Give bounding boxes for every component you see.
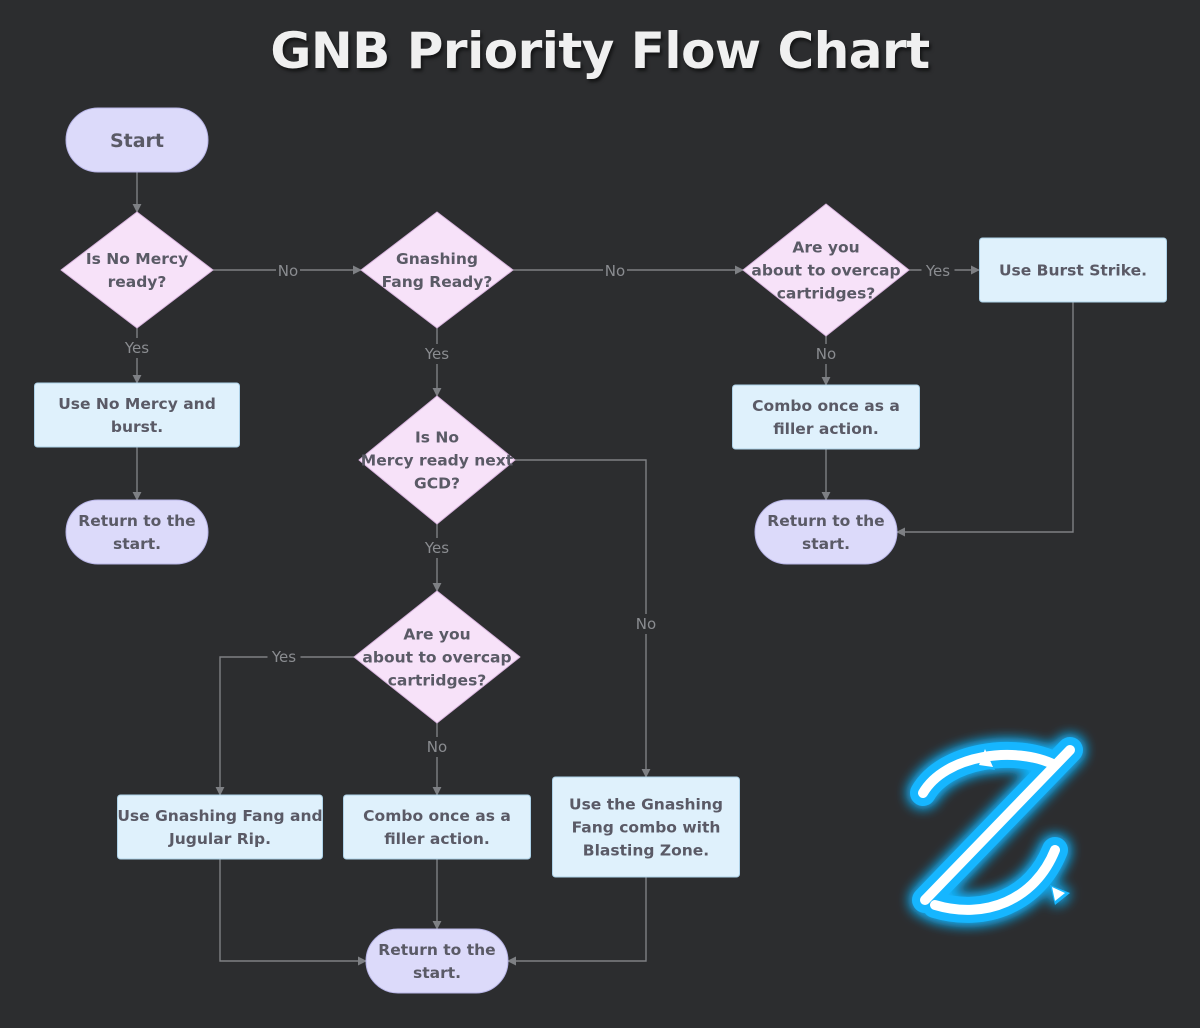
node-label: start. <box>113 535 161 553</box>
node-label: Use the Gnashing <box>569 796 723 814</box>
edge-p_gnash_jug-to-t_return2 <box>219 859 367 966</box>
svg-text:Yes: Yes <box>424 539 449 557</box>
node-label: Are you <box>403 626 470 644</box>
node-p_nomercy: Use No Mercy and burst. <box>34 382 240 448</box>
node-label: Jugular Rip. <box>168 830 271 848</box>
node-p_combo2: Combo once as a filler action. <box>343 794 531 860</box>
node-label: filler action. <box>384 830 490 848</box>
svg-text:Yes: Yes <box>925 262 950 280</box>
edge-d_nomercy_next-to-p_gnash_blast <box>515 459 651 778</box>
node-label: Gnashing <box>396 250 478 268</box>
decision-shape <box>353 590 521 724</box>
svg-text:No: No <box>605 262 625 280</box>
edge-label-no: No <box>276 261 300 281</box>
gunbreaker-job-icon <box>910 737 1083 923</box>
node-label: start. <box>802 535 850 553</box>
edge-label-yes: Yes <box>267 647 301 667</box>
edge-label-yes: Yes <box>420 538 454 558</box>
node-p_burst: Use Burst Strike. <box>979 237 1167 303</box>
process-shape <box>979 237 1167 303</box>
node-label: cartridges? <box>777 285 876 303</box>
edge-p_burst-to-t_return3 <box>896 302 1074 537</box>
svg-text:Yes: Yes <box>424 345 449 363</box>
node-d_overcap1: Are you about to overcap cartridges? <box>742 203 910 337</box>
decision-shape <box>360 211 514 329</box>
process-shape <box>34 382 240 448</box>
node-label: ready? <box>108 273 167 291</box>
decision-shape <box>60 211 214 329</box>
svg-text:No: No <box>427 738 447 756</box>
decision-shape <box>742 203 910 337</box>
edge-label-no: No <box>603 261 627 281</box>
svg-text:No: No <box>816 345 836 363</box>
edge-label-no: No <box>634 614 658 634</box>
node-label: Fang Ready? <box>382 273 493 291</box>
process-shape <box>343 794 531 860</box>
node-start: Start <box>65 107 209 173</box>
node-label: about to overcap <box>751 262 900 280</box>
node-label: Start <box>110 130 164 152</box>
edge-label-yes: Yes <box>120 338 154 358</box>
node-label: Is No <box>415 429 459 447</box>
node-label: Blasting Zone. <box>583 842 709 860</box>
node-label: filler action. <box>773 420 879 438</box>
node-t_return1: Return to the start. <box>65 499 209 565</box>
node-label: Combo once as a <box>363 807 511 825</box>
node-label: Are you <box>792 239 859 257</box>
node-label: start. <box>413 964 461 982</box>
terminal-shape <box>365 928 509 994</box>
process-shape <box>552 776 740 878</box>
node-t_return3: Return to the start. <box>754 499 898 565</box>
edge-label-no: No <box>425 737 449 757</box>
node-label: Combo once as a <box>752 397 900 415</box>
chart-title: GNB Priority Flow Chart <box>270 22 930 80</box>
node-t_return2: Return to the start. <box>365 928 509 994</box>
edge-label-yes: Yes <box>921 261 955 281</box>
terminal-shape <box>754 499 898 565</box>
node-label: Is No Mercy <box>86 250 188 268</box>
edge-label-yes: Yes <box>420 344 454 364</box>
node-label: Return to the <box>767 512 884 530</box>
node-label: Return to the <box>378 941 495 959</box>
node-label: cartridges? <box>388 672 487 690</box>
node-label: GCD? <box>414 475 460 493</box>
node-label: Use Gnashing Fang and <box>117 807 322 825</box>
svg-text:No: No <box>636 615 656 633</box>
process-shape <box>117 794 323 860</box>
node-d_overcap2: Are you about to overcap cartridges? <box>353 590 521 724</box>
node-label: about to overcap <box>362 649 511 667</box>
edge-d_overcap2-to-p_gnash_jug <box>215 656 354 796</box>
node-label: Return to the <box>78 512 195 530</box>
node-label: Fang combo with <box>572 819 721 837</box>
process-shape <box>732 384 920 450</box>
node-d_nomercy: Is No Mercy ready? <box>60 211 214 329</box>
svg-text:No: No <box>278 262 298 280</box>
node-label: burst. <box>111 418 163 436</box>
terminal-shape <box>65 499 209 565</box>
edge-label-no: No <box>814 344 838 364</box>
node-label: Use No Mercy and <box>58 395 216 413</box>
svg-text:Yes: Yes <box>124 339 149 357</box>
edge-p_gnash_blast-to-t_return2 <box>507 877 647 966</box>
svg-text:Yes: Yes <box>271 648 296 666</box>
terminal-shape <box>65 107 209 173</box>
node-label: Mercy ready next <box>361 452 514 470</box>
node-p_combo1: Combo once as a filler action. <box>732 384 920 450</box>
decision-shape <box>358 395 516 525</box>
node-label: Use Burst Strike. <box>999 262 1147 280</box>
